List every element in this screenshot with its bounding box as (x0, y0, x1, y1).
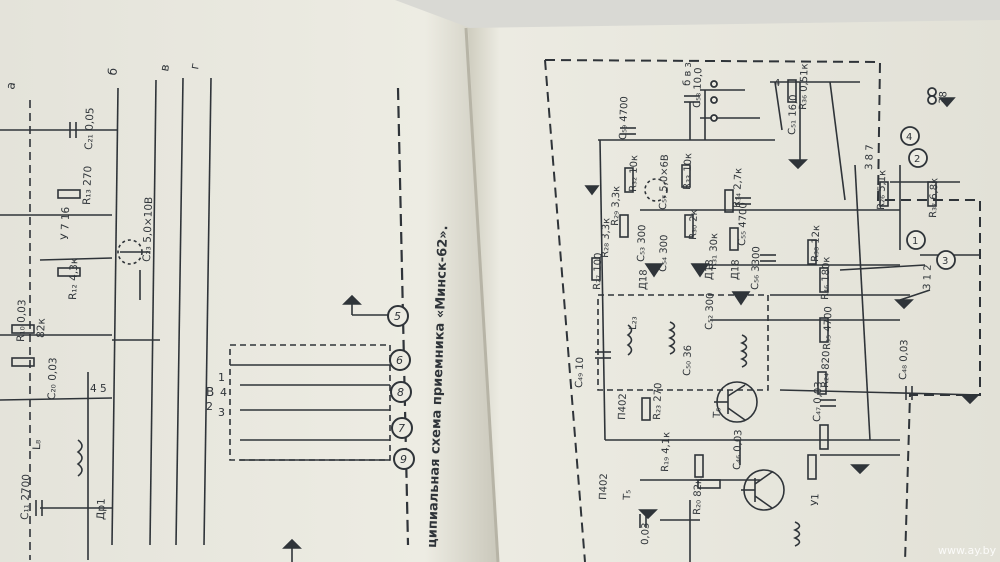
connector-pin-0: 1 (218, 371, 225, 384)
terminal-3 (936, 250, 956, 270)
label-c49: C₄₉ 10 (574, 357, 586, 388)
label-r31: R₃₁ 30к (708, 233, 720, 270)
left-page (0, 0, 500, 562)
label-c51: C₅₁ 16,0 (787, 94, 799, 135)
label-c56: C₅₆ 3300 (750, 246, 763, 290)
label-r10: R₁₀ 0,03 (15, 299, 28, 342)
label-c54: C₅₄ 300 (658, 234, 670, 272)
label-r37: R₃₇ 6,8к (928, 178, 940, 218)
jack-number-5: 5 (394, 310, 401, 323)
rail-label-0: а (3, 81, 18, 91)
label-r33: R₃₃ 10к (682, 153, 694, 190)
label-p402a: П402 (617, 393, 629, 420)
label-r23: R₂₃ 270 (652, 383, 664, 421)
label-l23: L₂₃ (628, 316, 639, 330)
label-y: У 7 16 (59, 206, 72, 240)
label-pins387: 3 8 7 (864, 144, 876, 170)
label-pin4: 4 (774, 78, 780, 89)
label-r30: R₃₀ 2к (688, 209, 700, 240)
jack-8 (390, 381, 412, 403)
label-r34: R₃₄ 2,7к (732, 168, 744, 208)
label-r36: R₃₆ 0,51к (798, 63, 811, 110)
label-r26: R₂₆ 5,1к (876, 170, 888, 210)
label-pins_y1: У1 (810, 493, 821, 506)
label-c52: C₅₂ 300 (704, 292, 716, 330)
jack-number-9: 9 (400, 453, 407, 466)
terminal-2 (908, 148, 928, 168)
label-c46: C₄₆ 0,03 (732, 429, 744, 470)
label-p402b: П402 (598, 473, 610, 500)
label-c20: C₂₀ 0,03 (46, 357, 59, 400)
label-c59: C₅₉ 4700 (618, 96, 631, 140)
label-l8: L₈ (31, 440, 43, 450)
label-r32: R₃₂ 10к (628, 155, 640, 192)
label-c45: 0,03 (640, 522, 652, 545)
right-page-schematic (544, 59, 981, 562)
label-c53: C₅₃ 300 (636, 224, 648, 262)
label-pins_left: 3 1 2 (922, 264, 934, 290)
label-c11: C₁₁ 2700 (19, 474, 33, 520)
label-pins45: 4 5 (90, 383, 107, 395)
label-c57: C₅₇ 5,0×6В (658, 154, 671, 210)
jack-6 (389, 349, 411, 371)
label-d18b: Д18 (704, 259, 716, 280)
rail-label-2: в (157, 63, 172, 72)
label-r27: R₂₇ 100 (592, 253, 604, 291)
terminal-1 (906, 230, 926, 250)
terminal-number-4: 4 (906, 132, 912, 143)
label-r19: R₁₉ 4,1к (660, 432, 672, 472)
page-gutter (464, 27, 500, 562)
label-r38: R₃₈ 12к (810, 225, 822, 262)
terminal-number-2: 2 (914, 154, 920, 165)
terminals (710, 80, 956, 270)
label-r12: R₁₂ 4,3к (67, 258, 80, 300)
label-c50: C₅₀ 36 (682, 345, 694, 376)
label-c48: C₄₈ 0,03 (898, 339, 910, 380)
label-c55: C₅₅ 4700 (737, 202, 750, 246)
connector-pin-2: 3 (218, 406, 225, 419)
jack-9 (393, 448, 415, 470)
label-c47: C₄₇ 0,03 (812, 381, 824, 422)
terminal-number-3: 3 (942, 256, 948, 267)
label-d18a: Д18 (638, 269, 650, 290)
left-page-schematic (0, 77, 410, 562)
jack-7 (391, 417, 413, 439)
label-pin38: 38 (938, 91, 949, 104)
label-r82: 82к (35, 318, 48, 338)
watermark: www.ay.by (938, 544, 997, 557)
connector-pin-1: 2 (206, 400, 213, 413)
terminal-4 (900, 126, 920, 146)
text-layer: ципиальная схема приемника «Минск-62».аб… (3, 62, 996, 557)
label-r35: R₃₅ 4700 (822, 306, 835, 350)
label-pins_top: б в з (682, 62, 694, 86)
label-t5: Т₅ (622, 490, 633, 502)
rail-label-3: г (187, 62, 202, 71)
label-r29: R₂₉ 3,3к (610, 186, 622, 226)
label-r20: R₂₀ 82к (692, 478, 704, 515)
label-c58: C₅₈ 10,0 (692, 67, 704, 108)
jack-number-7: 7 (398, 422, 405, 435)
connector-label: В (206, 385, 214, 399)
connector-pin-3: 4 (220, 386, 227, 399)
jacks (387, 305, 415, 470)
label-d18c: Д18 (730, 259, 742, 280)
label-r28: R₂₈ 3,3к (600, 218, 612, 258)
jack-number-8: 8 (397, 386, 404, 399)
label-c23: C₂₃ 5,0×10В (141, 197, 155, 263)
rail-label-1: б (105, 67, 120, 77)
label-t6: Т₆ (712, 408, 723, 420)
jack-number-6: 6 (396, 354, 403, 367)
label-c21: C₂₁ 0,05 (83, 107, 96, 150)
jack-5 (387, 305, 409, 327)
label-r13: R₁₃ 270 (81, 166, 94, 205)
label-dr1: Др1 (95, 498, 108, 520)
label-r24: R₂₄ 820 (820, 351, 832, 389)
terminal-number-1: 1 (912, 236, 918, 247)
label-r46: R₄₆ 180к (820, 256, 833, 300)
